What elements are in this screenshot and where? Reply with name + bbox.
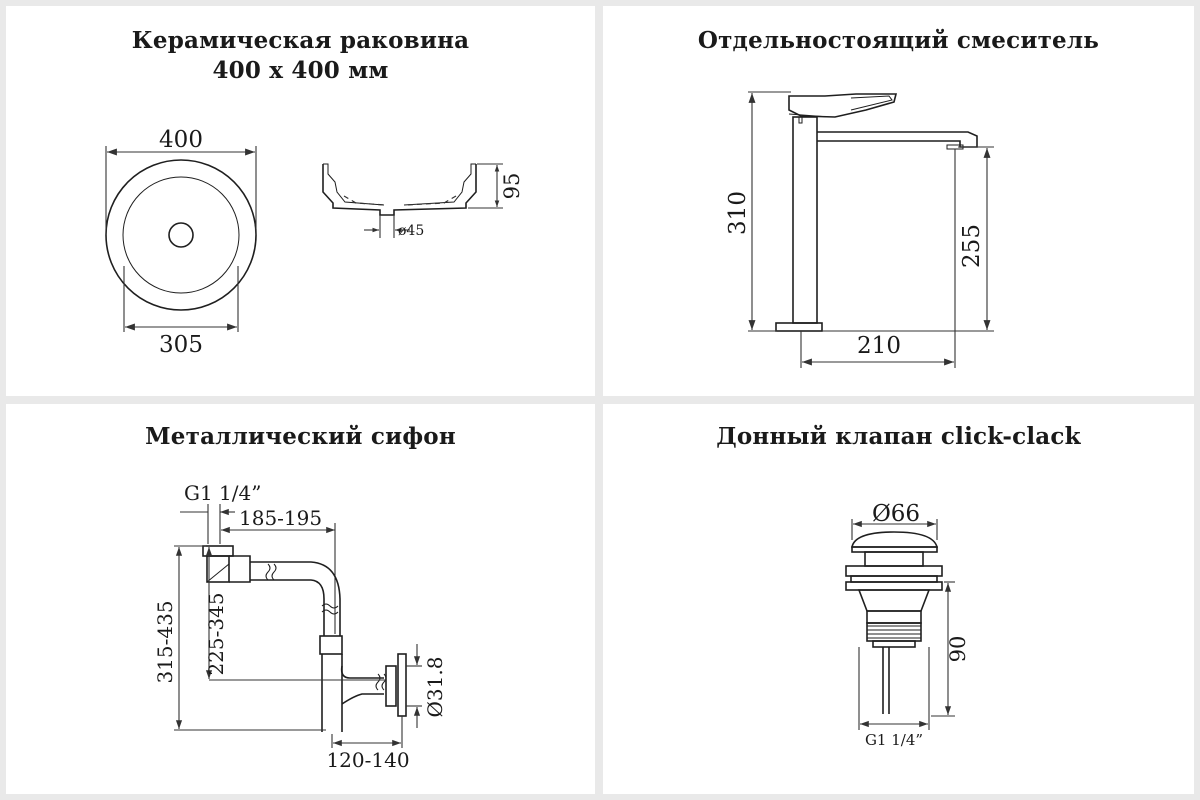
faucet-title: Отдельностоящий смеситель <box>603 26 1194 56</box>
valve-drawing: Ø66 90 G1 1/4” <box>845 501 970 749</box>
faucet-body <box>775 93 978 332</box>
valve-dim-length: 90 <box>946 636 970 663</box>
siphon-dim-inlet-height: 225-345 <box>204 592 228 675</box>
faucet-panel: Отдельностоящий смеситель 310 <box>603 6 1194 396</box>
siphon-title: Металлический сифон <box>6 422 595 452</box>
faucet-dim-spout-height: 255 <box>959 224 985 268</box>
basin-side-view: 95 ø45 <box>322 163 524 239</box>
faucet-dim-reach: 210 <box>857 333 901 359</box>
siphon-drawing: G1 1/4” 185-195 315-435 225-345 <box>153 481 447 772</box>
valve-dim-thread: G1 1/4” <box>865 731 923 749</box>
valve-title-text: Донный клапан click-clack <box>716 423 1081 450</box>
faucet-dim-height: 310 <box>725 191 751 235</box>
siphon-dim-horizontal: 185-195 <box>239 506 322 530</box>
valve-body <box>845 531 943 714</box>
basin-dim-outer: 400 <box>159 127 203 153</box>
siphon-dim-outlet-diameter: Ø31.8 <box>423 657 447 718</box>
siphon-dim-thread: G1 1/4” <box>184 481 261 505</box>
faucet-title-text: Отдельностоящий смеситель <box>697 27 1100 54</box>
basin-title-line2: 400 х 400 мм <box>212 57 389 84</box>
siphon-dim-total-height: 315-435 <box>153 600 177 683</box>
basin-dim-height: 95 <box>500 173 524 200</box>
basin-top-view: 400 305 <box>105 127 257 358</box>
faucet-drawing: 310 255 210 <box>725 91 994 368</box>
basin-title-line1: Керамическая раковина <box>131 27 470 54</box>
basin-drawing: 400 305 95 ø45 <box>105 127 524 358</box>
valve-dim-cap: Ø66 <box>872 501 920 527</box>
basin-dim-drain: ø45 <box>398 223 424 239</box>
valve-panel: Донный клапан click-clack Ø66 <box>603 404 1194 794</box>
siphon-body <box>202 545 407 732</box>
siphon-dim-outlet-offset: 120-140 <box>326 748 409 772</box>
basin-dim-inner: 305 <box>159 332 203 358</box>
siphon-title-text: Металлический сифон <box>145 423 456 450</box>
siphon-panel: Металлический сифон G1 1/4” 185-195 <box>6 404 595 794</box>
basin-title: Керамическая раковина 400 х 400 мм <box>6 26 595 86</box>
basin-panel: Керамическая раковина 400 х 400 мм 400 <box>6 6 595 396</box>
valve-title: Донный клапан click-clack <box>603 422 1194 452</box>
